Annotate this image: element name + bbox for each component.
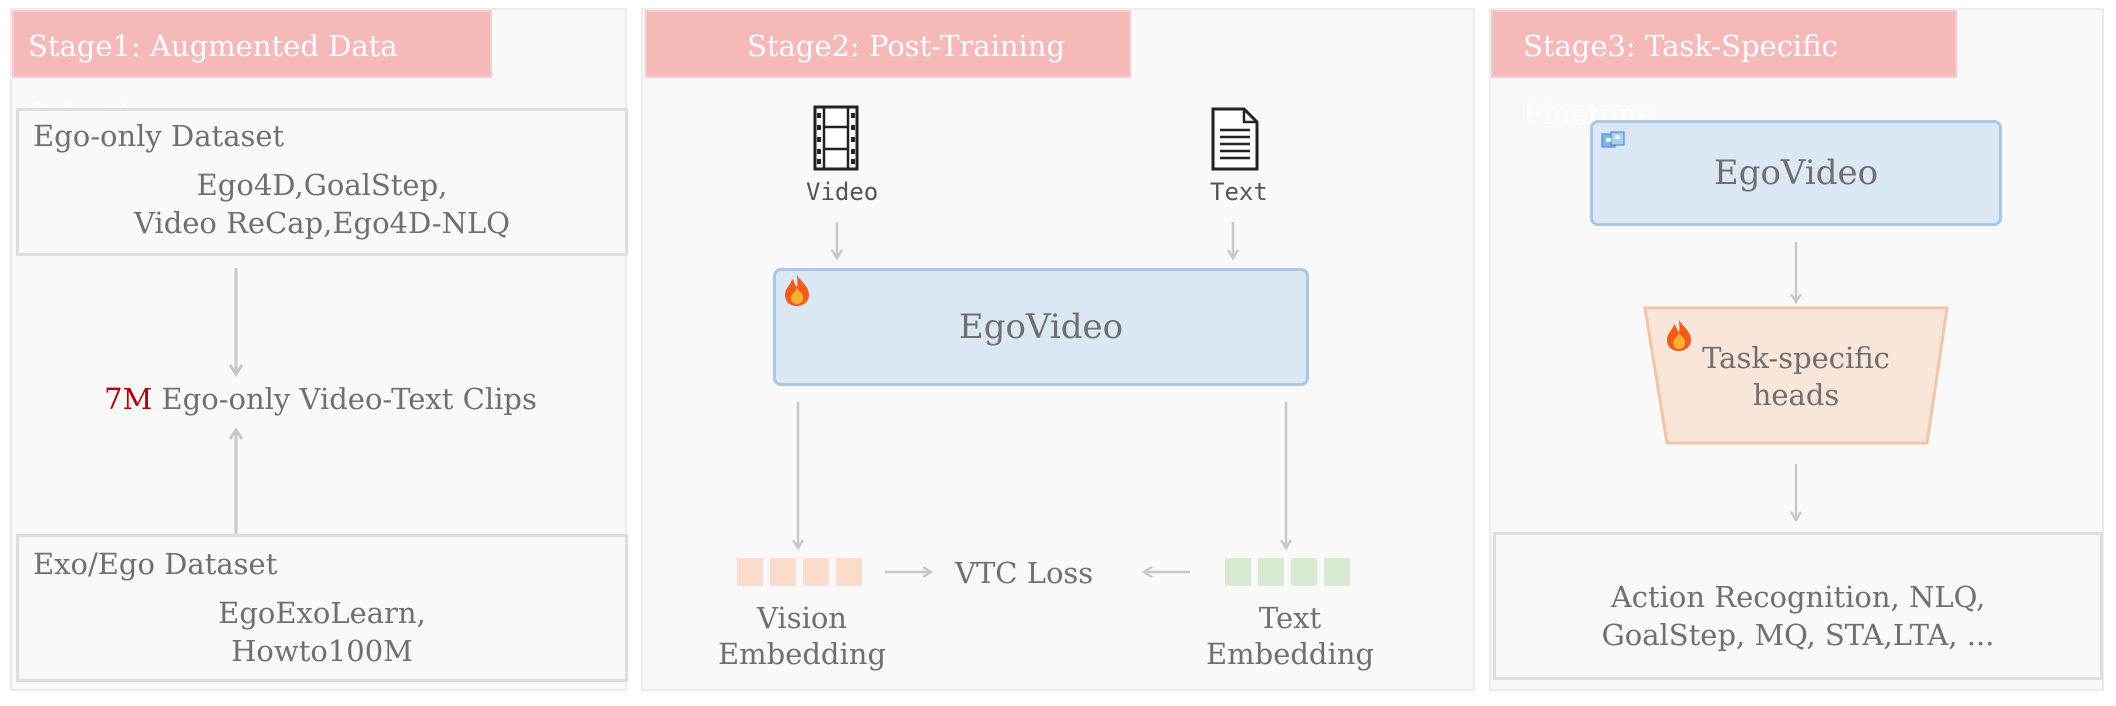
video-to-model-arrow: [830, 222, 844, 261]
exo-ego-dataset-line1: EgoExoLearn,: [218, 596, 426, 630]
ego-only-dataset-line2: Video ReCap,Ego4D-NLQ: [133, 206, 510, 240]
stage2-title: Stage2: Post-Training: [645, 10, 1131, 78]
text-token: [1291, 558, 1317, 586]
clips-text: 7M Ego-only Video-Text Clips: [12, 382, 629, 416]
stage1-panel: Stage1: Augmented Data Selection Ego-onl…: [10, 8, 629, 691]
text-embedding-tokens: [1225, 558, 1355, 588]
exo-ego-dataset-line2: Howto100M: [231, 634, 413, 668]
egovideo-frozen-label: EgoVideo: [1713, 153, 1879, 193]
text-to-loss-arrow: [1141, 565, 1190, 579]
vision-token: [770, 558, 796, 586]
vision-embedding-tokens: [737, 558, 867, 588]
stage2-panel: Stage2: Post-Training Video: [641, 8, 1475, 691]
text-to-model-arrow: [1226, 222, 1240, 261]
ego-only-dataset-box: Ego-only Dataset Ego4D,GoalStep, Video R…: [16, 108, 628, 256]
stage3-panel: Stage3: Task-Specific Finetune EgoVideo …: [1489, 8, 2104, 691]
fire-icon: [781, 273, 813, 307]
text-embedding-line2: Embedding: [1205, 637, 1375, 671]
text-token: [1324, 558, 1350, 586]
downstream-tasks-line1: Action Recognition, NLQ,: [1610, 580, 1986, 614]
vision-embedding-label: Vision Embedding: [717, 600, 887, 672]
vision-embedding-line2: Embedding: [717, 637, 887, 671]
vtc-loss-label: VTC Loss: [955, 556, 1094, 590]
text-embedding-label: Text Embedding: [1205, 600, 1375, 672]
stage3-title: Stage3: Task-Specific Finetune: [1491, 10, 1957, 131]
egovideo-model-box: EgoVideo: [773, 268, 1309, 386]
up-arrow-to-clips: [228, 427, 244, 536]
vision-token: [737, 558, 763, 586]
model-to-heads-arrow: [1789, 242, 1803, 305]
document-icon: [1210, 106, 1260, 172]
egovideo-model-label: EgoVideo: [958, 307, 1124, 347]
ice-cube-icon: [1600, 130, 1626, 152]
clips-count: 7M: [104, 382, 153, 416]
task-heads-line2: heads: [1752, 378, 1840, 412]
vision-to-loss-arrow: [885, 565, 934, 579]
video-input-label: Video: [806, 178, 879, 206]
text-token: [1225, 558, 1251, 586]
model-to-vision-emb-arrow: [791, 402, 805, 551]
task-heads-label: Task-specific heads: [1643, 340, 1949, 414]
heads-to-tasks-arrow: [1789, 464, 1803, 523]
fire-icon: [1663, 318, 1695, 352]
exo-ego-dataset-box: Exo/Ego Dataset EgoExoLearn, Howto100M: [16, 534, 628, 682]
task-heads-box: Task-specific heads: [1643, 306, 1949, 446]
text-embedding-line1: Text: [1258, 601, 1322, 635]
task-heads-line1: Task-specific: [1702, 341, 1890, 375]
down-arrow-to-clips: [228, 268, 244, 377]
ego-only-dataset-label: Ego-only Dataset: [33, 119, 285, 153]
vision-embedding-line1: Vision: [756, 601, 847, 635]
film-strip-icon: [813, 105, 859, 171]
text-token: [1258, 558, 1284, 586]
downstream-tasks-box: Action Recognition, NLQ, GoalStep, MQ, S…: [1493, 532, 2103, 680]
vision-token: [836, 558, 862, 586]
text-input-label: Text: [1210, 178, 1268, 206]
model-to-text-emb-arrow: [1279, 402, 1293, 551]
vision-token: [803, 558, 829, 586]
egovideo-frozen-box: EgoVideo: [1590, 120, 2002, 226]
clips-label: Ego-only Video-Text Clips: [161, 382, 537, 416]
downstream-tasks-line2: GoalStep, MQ, STA,LTA, ...: [1601, 618, 1995, 652]
ego-only-dataset-line1: Ego4D,GoalStep,: [196, 168, 448, 202]
stage1-title: Stage1: Augmented Data Selection: [12, 10, 492, 131]
exo-ego-dataset-label: Exo/Ego Dataset: [33, 547, 278, 581]
